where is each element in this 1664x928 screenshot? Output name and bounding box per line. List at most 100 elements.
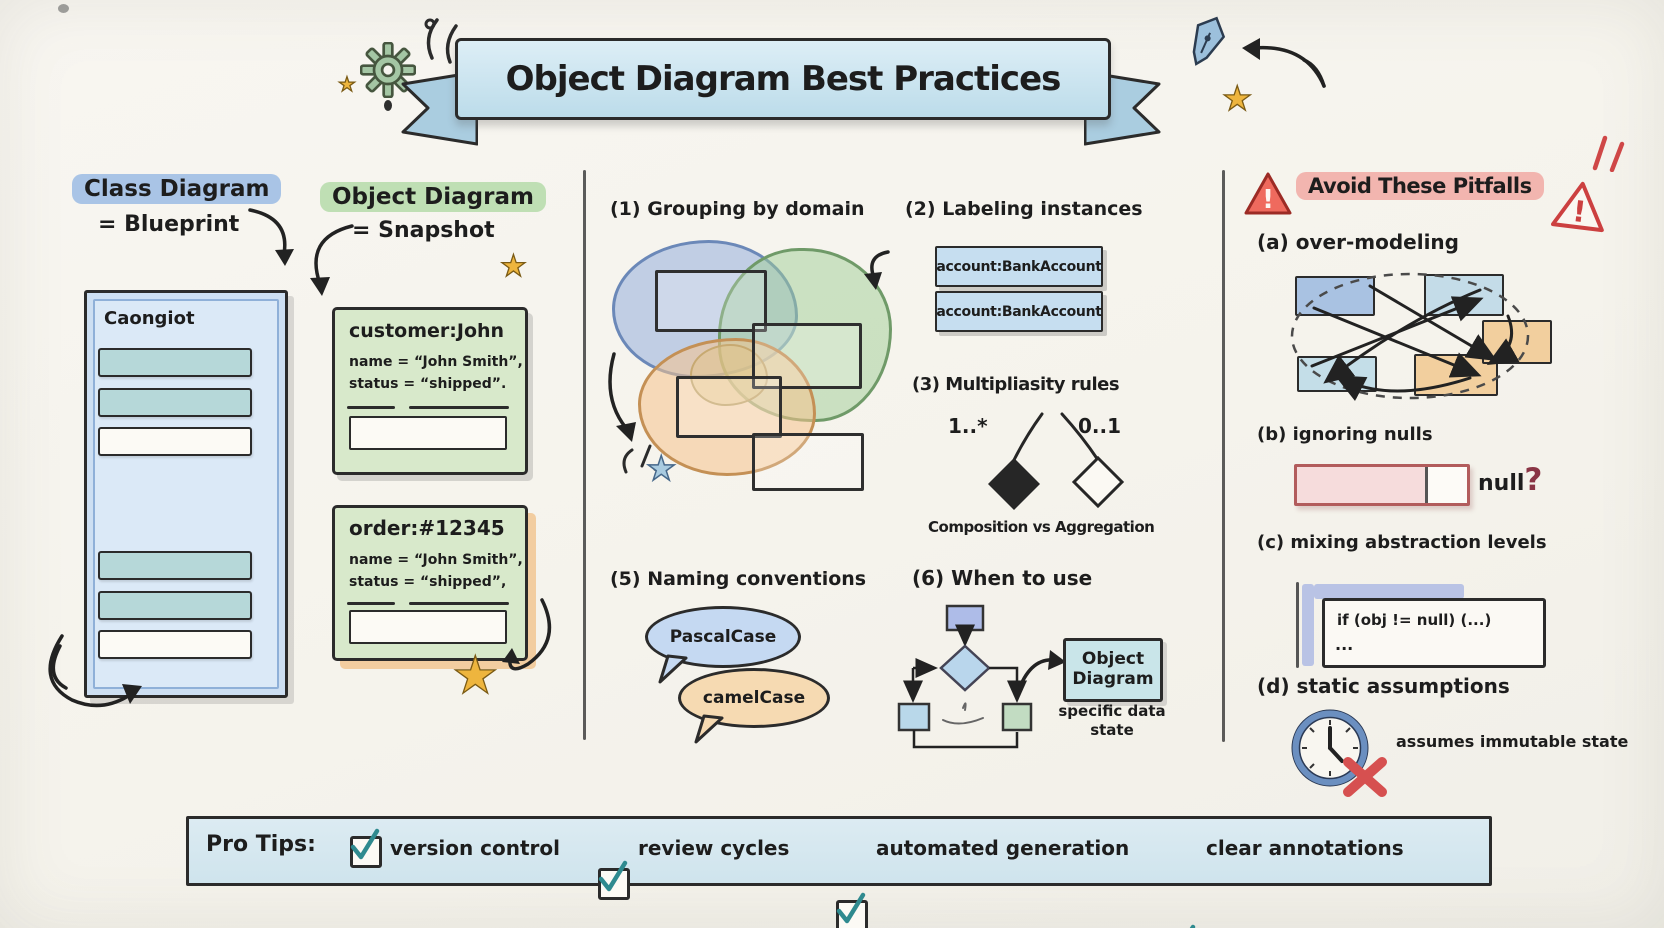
check-icon	[836, 892, 866, 924]
divider-segment	[409, 406, 509, 409]
x-icon	[1343, 757, 1387, 797]
attribute-bar	[98, 388, 252, 417]
empty-slot	[349, 416, 507, 450]
domain-object-rect	[655, 270, 767, 332]
null-slot-box	[1294, 464, 1470, 506]
checkbox	[836, 892, 868, 928]
emphasis-marks-icon	[1592, 135, 1625, 172]
curved-arrow-icon	[1242, 38, 1326, 88]
curved-arrow-icon	[1016, 650, 1066, 694]
account-instance-box: account:BankAccount	[935, 246, 1103, 287]
null-slot-filled	[1297, 467, 1425, 503]
pitfall-a-label: (a) over-modeling	[1257, 230, 1459, 254]
method-bar	[98, 551, 252, 580]
smudge-dot	[58, 4, 69, 13]
aggregation-diamond-icon	[1071, 455, 1125, 509]
null-text: null	[1478, 471, 1525, 496]
bubble-tail	[658, 654, 688, 684]
order-attr-status: status = “shipped”,	[349, 574, 507, 590]
column-divider	[1222, 170, 1225, 742]
pro-tip-item: clear annotations	[1206, 836, 1404, 860]
class-diagram-heading: Class Diagram	[72, 174, 282, 204]
star-icon: ★	[451, 646, 499, 706]
customer-attr-status: status = “shipped”.	[349, 376, 507, 392]
check-icon	[350, 828, 380, 860]
mini-arrow-icon	[864, 250, 890, 290]
check-icon	[598, 860, 628, 892]
practice-6-heading: (6) When to use	[912, 566, 1093, 590]
warning-triangle-outline-icon: !	[1550, 181, 1604, 233]
tangle-arrows	[1290, 272, 1530, 402]
attribute-bar	[98, 348, 252, 377]
star-icon: ★	[645, 449, 677, 489]
order-attr-name: name = “John Smith”,	[349, 552, 523, 568]
class-box-title: Caongiot	[104, 308, 195, 329]
customer-object-title: customer:John	[349, 320, 505, 342]
composition-diamond-icon	[988, 458, 1040, 510]
multiplicity-right-label: 0..1	[1078, 414, 1122, 438]
practice-1-heading: (1) Grouping by domain	[610, 198, 865, 220]
pitfall-d-label: (d) static assumptions	[1257, 674, 1510, 698]
checkbox	[598, 860, 630, 900]
star-icon: ★	[337, 72, 356, 96]
code-box: if (obj != null) (...) ...	[1322, 598, 1546, 668]
code-box-shadow-v	[1302, 584, 1314, 666]
practice-6-caption: specific data state	[1058, 702, 1166, 739]
pro-tips-bar	[186, 816, 1492, 886]
domain-object-rect	[752, 433, 864, 491]
attribute-bar	[98, 427, 252, 456]
divider-segment	[347, 602, 395, 605]
gear-icon	[360, 42, 416, 98]
curl-arrow-icon	[502, 598, 552, 671]
star-icon: ★	[1221, 79, 1253, 119]
star-icon: ★	[499, 249, 527, 284]
pitfall-c-label: (c) mixing abstraction levels	[1257, 532, 1547, 553]
account-instance-label: account:BankAccount	[936, 303, 1102, 320]
arrow-down-icon	[310, 224, 354, 296]
check-icon	[1189, 924, 1196, 928]
code-box-shadow-edge	[1296, 582, 1299, 668]
pro-tip-item: automated generation	[876, 836, 1130, 860]
pro-tip-item: review cycles	[638, 836, 790, 860]
divider-segment	[347, 406, 395, 409]
order-object-title: order:#12345	[349, 516, 505, 540]
domain-cloud-orange	[638, 338, 816, 476]
multiplicity-left-label: 1..*	[948, 414, 988, 438]
arrow-down-icon	[248, 208, 294, 266]
domain-object-rect	[676, 376, 782, 438]
emphasis-marks-icon	[622, 444, 660, 474]
pitfalls-heading: Avoid These Pitfalls	[1296, 172, 1544, 200]
pascalcase-label: PascalCase	[669, 627, 777, 647]
method-bar	[98, 591, 252, 620]
warning-triangle-icon: !	[1244, 172, 1292, 215]
checkbox	[350, 828, 382, 868]
account-instance-label: account:BankAccount	[936, 258, 1102, 275]
multiplicity-diagram	[988, 412, 1125, 510]
flow-start-node	[945, 604, 985, 632]
curvy-arrow-icon	[48, 634, 142, 708]
flow-node-green	[1001, 702, 1033, 732]
title-banner: Object Diagram Best Practices	[455, 38, 1111, 120]
empty-slot	[349, 610, 507, 644]
svg-text:!: !	[1262, 185, 1274, 215]
clock-icon	[1291, 709, 1387, 797]
pen-icon	[1192, 16, 1226, 66]
question-mark: ?	[1524, 462, 1543, 498]
ink-dot	[384, 100, 392, 111]
arrow-down-icon	[608, 352, 636, 442]
svg-text:!: !	[1571, 194, 1588, 229]
code-line-2: ...	[1335, 635, 1354, 654]
code-box-shadow-h	[1314, 584, 1464, 599]
column-divider	[583, 170, 586, 740]
multiplicity-caption: Composition vs Aggregation	[928, 518, 1155, 536]
camelcase-label: camelCase	[702, 688, 806, 708]
object-diagram-callout-label: Object Diagram	[1072, 649, 1154, 689]
code-line-1: if (obj != null) (...)	[1337, 611, 1492, 629]
practice-3-heading: (3) Multipliasity rules	[912, 374, 1120, 395]
pitfall-d-caption: assumes immutable state	[1396, 732, 1629, 751]
bubble-tail	[694, 714, 724, 744]
customer-attr-name: name = “John Smith”,	[349, 354, 523, 370]
practice-2-heading: (2) Labeling instances	[905, 198, 1143, 220]
null-question-label: null?	[1478, 462, 1542, 498]
